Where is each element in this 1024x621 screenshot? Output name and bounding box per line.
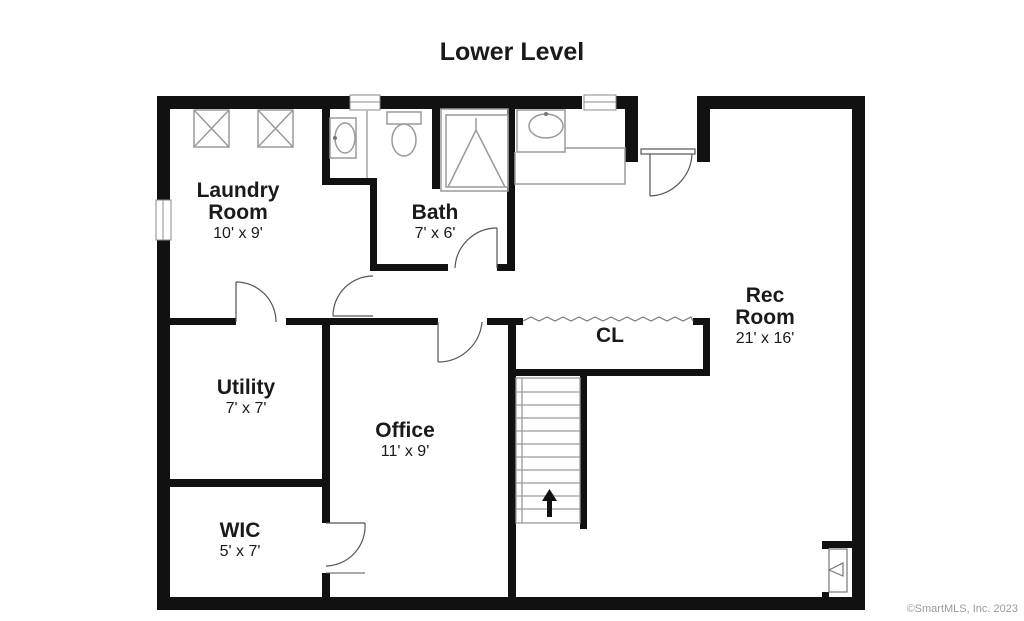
room-dimensions: 7' x 7' [225, 400, 267, 418]
doors [235, 148, 848, 593]
room-name: Room [208, 201, 268, 225]
shower-icon [440, 108, 509, 192]
room-name: Laundry [196, 179, 280, 202]
room-dimensions: 7' x 6' [414, 225, 456, 243]
door-wic [325, 522, 366, 574]
room-label-closet: CL [580, 324, 640, 347]
room-name: WIC [219, 519, 261, 542]
closet-bifold-door [522, 316, 694, 322]
arrow-up-icon [542, 489, 557, 517]
room-dimensions: 10' x 9' [213, 225, 263, 243]
room-dimensions: 5' x 7' [219, 543, 261, 561]
door-laundry-hall [332, 275, 374, 317]
door-bath [454, 227, 498, 269]
room-name: Rec [745, 284, 785, 307]
room-label-office: Office 11' x 9' [355, 419, 455, 461]
room-name: Bath [411, 201, 459, 224]
dryer-icon [257, 109, 294, 148]
interior-walls [170, 109, 852, 598]
room-name: Room [735, 306, 795, 330]
room-label-laundry: Laundry Room 10' x 9' [183, 179, 293, 243]
washer-icon [193, 109, 230, 148]
door-office [437, 321, 483, 363]
room-label-wic: WIC 5' x 7' [200, 519, 280, 561]
utility-sink-icon [514, 109, 626, 185]
sink-icon [329, 117, 357, 159]
toilet-icon [366, 110, 422, 178]
exterior-walls [157, 96, 865, 610]
fixtures [193, 108, 626, 192]
page-title: Lower Level [439, 38, 585, 66]
room-name: Utility [216, 376, 276, 399]
door-laundry [235, 281, 277, 323]
room-label-utility: Utility 7' x 7' [194, 376, 298, 418]
room-dimensions: 11' x 9' [380, 443, 430, 461]
room-label-bath: Bath 7' x 6' [390, 201, 480, 243]
door-rec-closet [827, 548, 848, 593]
room-name: Office [375, 419, 435, 442]
copyright-notice: ©SmartMLS, Inc. 2023 [906, 603, 1018, 615]
room-label-rec: Rec Room 21' x 16' [715, 284, 815, 348]
door-exterior [640, 148, 696, 197]
room-name: CL [596, 324, 624, 347]
room-dimensions: 21' x 16' [735, 330, 795, 348]
windows [155, 94, 617, 241]
